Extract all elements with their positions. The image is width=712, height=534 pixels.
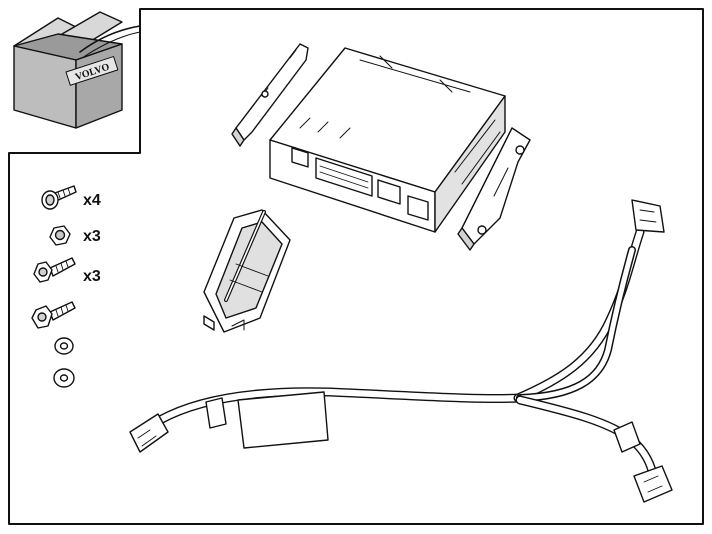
bolt-c-icon [31, 301, 76, 329]
mounting-bracket-right [457, 127, 531, 251]
frame-border [8, 8, 704, 525]
quantity-label-bolt-b: x3 [83, 268, 101, 285]
mounting-bracket-left [231, 43, 309, 147]
quantity-label-bolt-a: x4 [83, 192, 101, 209]
package-box: VOLVO [13, 11, 141, 129]
bolt-b-icon [33, 257, 76, 283]
quantity-label-nut: x3 [83, 228, 101, 245]
bolt-a-icon [41, 185, 77, 210]
washer-a-icon [54, 337, 74, 355]
wiring-harness [129, 199, 673, 503]
small-bracket-module [203, 209, 291, 333]
washer-b-icon [53, 368, 75, 388]
nut-icon [49, 225, 71, 246]
control-unit [269, 47, 506, 233]
